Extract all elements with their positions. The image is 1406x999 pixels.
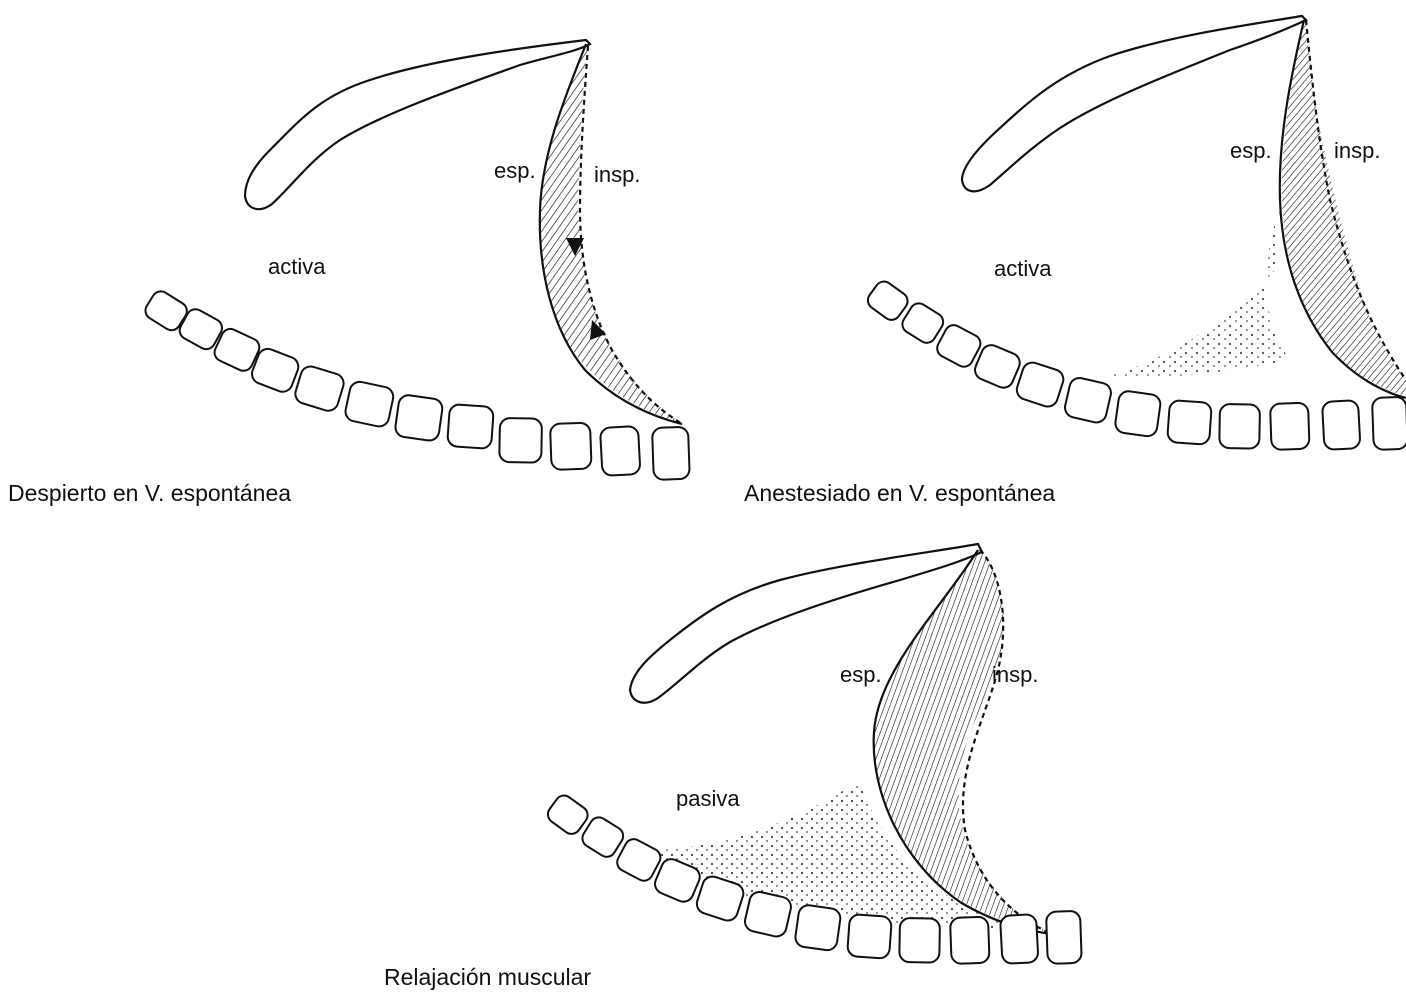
inspiration-label: insp.: [992, 664, 1038, 686]
expiration-label: esp.: [494, 160, 536, 182]
vertebra: [794, 904, 841, 951]
vertebra: [934, 322, 984, 370]
vertebra: [950, 917, 990, 964]
diagram-relaxation: [340, 520, 1100, 999]
vertebra: [550, 423, 592, 470]
vertebra: [1219, 404, 1260, 449]
panel-muscle-relaxation: esp. insp. pasiva Relajación muscular: [340, 520, 1100, 999]
panel-anesthetized: esp. insp. activa Anestesiado en V. espo…: [700, 0, 1406, 520]
vertebra: [1270, 403, 1310, 450]
expiration-label: esp.: [840, 664, 882, 686]
sternum-bone: [245, 40, 590, 209]
vertebra: [899, 918, 940, 963]
vertebra: [1063, 376, 1113, 424]
vertebra: [1046, 911, 1082, 964]
panel-caption: Relajación muscular: [384, 966, 591, 989]
panel-awake: esp. insp. activa Despierto en V. espont…: [0, 0, 700, 520]
diaphragm-excursion-band: [539, 44, 680, 422]
vertebra: [847, 914, 892, 959]
diaphragm-excursion-band: [1282, 20, 1406, 396]
diagram-awake: [0, 0, 700, 520]
stippled-region: [1100, 210, 1290, 378]
mode-label: activa: [268, 256, 325, 278]
vertebra: [1372, 397, 1406, 450]
vertebra: [743, 890, 793, 938]
vertebra: [652, 427, 690, 480]
vertebra: [1014, 360, 1066, 409]
vertebra: [864, 278, 911, 323]
vertebra: [1000, 914, 1038, 964]
vertebra: [394, 394, 443, 442]
vertebra: [544, 792, 591, 837]
vertebra: [499, 418, 542, 463]
inspiration-label: insp.: [1334, 140, 1380, 162]
diagram-anesthetized: [700, 0, 1406, 520]
vertebra: [1114, 390, 1161, 437]
vertebra: [600, 426, 640, 476]
panel-caption: Anestesiado en V. espontánea: [744, 482, 1055, 505]
vertebra: [293, 364, 346, 413]
vertebra: [344, 380, 395, 428]
vertebra: [614, 836, 664, 884]
vertebra: [447, 404, 494, 449]
mode-label: pasiva: [676, 788, 740, 810]
vertebra: [1322, 400, 1360, 450]
inspiration-label: insp.: [594, 164, 640, 186]
mode-label: activa: [994, 258, 1051, 280]
expiration-label: esp.: [1230, 140, 1272, 162]
vertebra: [1167, 400, 1212, 445]
panel-caption: Despierto en V. espontánea: [8, 482, 291, 505]
sternum-bone: [962, 16, 1306, 191]
